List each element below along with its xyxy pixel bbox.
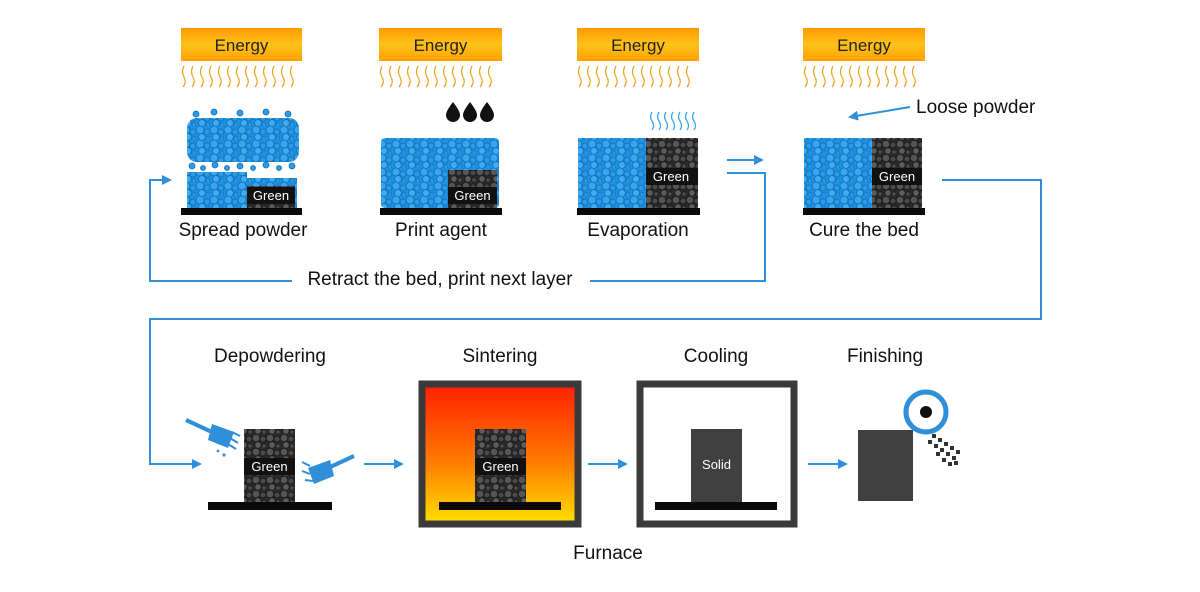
powder-bed bbox=[578, 138, 646, 208]
step-label-spread: Spread powder bbox=[179, 220, 309, 241]
energy-label: Energy bbox=[837, 36, 891, 55]
step-label-print: Print agent bbox=[395, 220, 488, 241]
build-plate bbox=[439, 502, 561, 510]
build-plate bbox=[577, 208, 700, 215]
energy-heater-2: Energy bbox=[379, 28, 502, 88]
loop-line bbox=[590, 172, 766, 282]
energy-heater-4: Energy bbox=[803, 28, 925, 88]
step-label-sintering: Sintering bbox=[463, 346, 538, 367]
step-label-cure: Cure the bed bbox=[809, 220, 919, 241]
finished-part bbox=[858, 430, 913, 501]
heat-waves bbox=[803, 65, 916, 88]
cure-bed-stage: Loose powder Green Cure the bed bbox=[803, 97, 1036, 241]
brush-icon bbox=[185, 418, 241, 457]
spread-powder-stage: Green Spread powder bbox=[179, 108, 309, 241]
heat-waves bbox=[577, 65, 690, 88]
step-label-cooling: Cooling bbox=[684, 346, 748, 367]
cooling-stage: Cooling Solid bbox=[636, 346, 798, 528]
loose-powder-label: Loose powder bbox=[916, 97, 1036, 118]
step-label-evaporation: Evaporation bbox=[587, 220, 688, 241]
green-part-label: Green bbox=[253, 188, 289, 203]
evaporation-stage: Green Evaporation bbox=[577, 111, 700, 241]
green-part-label: Green bbox=[482, 459, 518, 474]
energy-heater-1: Energy bbox=[181, 28, 302, 88]
green-part-label: Green bbox=[251, 459, 287, 474]
solid-part-label: Solid bbox=[702, 457, 731, 472]
heat-waves bbox=[181, 65, 294, 88]
step-label-depowdering: Depowdering bbox=[214, 346, 326, 367]
process-flow-arrows bbox=[149, 155, 1042, 469]
powder-cloud bbox=[187, 118, 299, 162]
build-plate bbox=[803, 208, 925, 215]
print-agent-stage: Green Print agent bbox=[380, 102, 502, 241]
loop-label: Retract the bed, print next layer bbox=[307, 269, 573, 290]
green-part-label: Green bbox=[653, 169, 689, 184]
transfer-arrow bbox=[149, 179, 1042, 469]
energy-label: Energy bbox=[414, 36, 468, 55]
build-plate bbox=[181, 208, 302, 215]
build-plate bbox=[208, 502, 332, 510]
loose-powder-arrow bbox=[848, 106, 911, 121]
powder-bed bbox=[187, 172, 247, 208]
loop-arrow bbox=[149, 175, 292, 282]
solid-part bbox=[691, 429, 742, 502]
build-plate bbox=[380, 208, 502, 215]
heat-waves bbox=[379, 65, 492, 88]
energy-heater-3: Energy bbox=[577, 28, 699, 88]
furnace-label: Furnace bbox=[573, 543, 643, 564]
powder-bed bbox=[804, 138, 872, 208]
vapor-icon bbox=[649, 111, 697, 131]
brush-icon bbox=[301, 454, 355, 484]
green-part-label: Green bbox=[454, 188, 490, 203]
sintering-stage: Sintering Green bbox=[418, 346, 582, 528]
green-part-label: Green bbox=[879, 169, 915, 184]
energy-label: Energy bbox=[215, 36, 269, 55]
step-label-finishing: Finishing bbox=[847, 346, 923, 367]
depowdering-stage: Depowdering Green bbox=[185, 346, 355, 510]
agent-droplets-icon bbox=[446, 102, 494, 122]
build-plate bbox=[655, 502, 777, 510]
polishing-tool-icon bbox=[903, 389, 960, 466]
energy-label: Energy bbox=[611, 36, 665, 55]
finishing-stage: Finishing bbox=[847, 346, 960, 501]
powder-particles bbox=[188, 108, 296, 171]
